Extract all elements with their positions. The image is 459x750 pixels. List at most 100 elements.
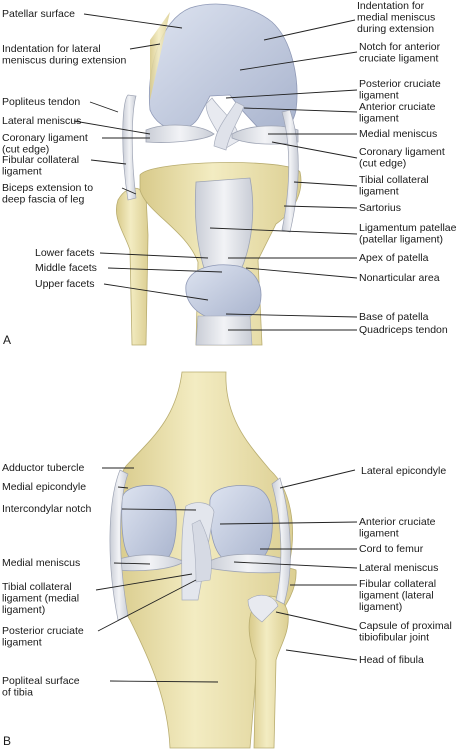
fibula-b — [248, 595, 289, 749]
label-b-left-2-line: Intercondylar notch — [2, 503, 91, 515]
label-a-left-3: Lateral meniscus — [2, 115, 81, 127]
label-a-right-11: Base of patella — [359, 311, 429, 323]
label-a-right-2-line: ligament — [359, 90, 399, 102]
label-b-right-1-leader — [219, 521, 358, 525]
label-b-left-0-line: Adductor tubercle — [2, 462, 84, 474]
label-b-left-6-line: of tibia — [2, 687, 33, 699]
label-a-right-8: Ligamentum patellae(patellar ligament) — [359, 222, 457, 246]
label-b-right-4-line: ligament (lateral — [359, 590, 434, 602]
label-b-left-1-leader — [117, 486, 129, 489]
label-b-right-3-leader — [233, 561, 358, 569]
label-a-left-0-leader — [83, 13, 183, 29]
label-a-left-7-line: Lower facets — [35, 247, 95, 259]
label-b-left-0: Adductor tubercle — [2, 462, 84, 474]
label-a-right-1-leader — [239, 51, 358, 71]
label-a-left-9: Upper facets — [35, 278, 95, 290]
label-a-right-3-line: Anterior cruciate — [359, 101, 436, 113]
fibula-a — [116, 187, 149, 346]
label-b-left-3-leader — [113, 562, 151, 565]
label-a-right-0-leader — [263, 19, 356, 41]
label-a-left-2-line: Popliteus tendon — [2, 96, 80, 108]
label-a-right-12: Quadriceps tendon — [359, 324, 448, 336]
label-b-right-5-line: Capsule of proximal — [359, 620, 452, 632]
label-a-left-6-line: deep fascia of leg — [2, 194, 84, 206]
lateral-condyle-b — [209, 485, 273, 567]
label-a-right-0-line: during extension — [357, 23, 434, 35]
label-b-right-0-leader — [279, 469, 356, 489]
label-a-right-5: Coronary ligament(cut edge) — [359, 146, 445, 170]
label-a-right-1-line: cruciate ligament — [359, 53, 438, 65]
label-a-right-7: Sartorius — [359, 202, 401, 214]
label-b-left-1-line: Medial epicondyle — [2, 481, 86, 493]
label-b-left-6-line: Popliteal surface — [2, 675, 80, 687]
label-a-left-7: Lower facets — [35, 247, 95, 259]
panel-a-illustration — [116, 3, 302, 346]
label-a-right-8-line: Ligamentum patellae — [359, 222, 457, 234]
label-a-right-6-leader — [293, 181, 358, 187]
label-b-left-3: Medial meniscus — [2, 557, 80, 569]
label-a-left-5-leader — [90, 159, 127, 165]
label-a-right-0-line: medial meniscus — [357, 12, 435, 24]
label-a-left-3-line: Lateral meniscus — [2, 115, 81, 127]
label-a-left-1-line: Indentation for lateral — [2, 43, 101, 55]
label-b-right-6-leader — [285, 649, 358, 661]
label-b-right-3-line: Lateral meniscus — [359, 562, 438, 574]
label-a-right-4: Medial meniscus — [359, 128, 437, 140]
label-a-left-7-leader — [99, 252, 209, 259]
label-b-right-1-line: ligament — [359, 528, 399, 540]
tibial-collateral-b — [109, 469, 129, 621]
label-a-right-9-line: Apex of patella — [359, 252, 429, 264]
label-a-right-10-leader — [245, 267, 358, 279]
label-a-right-5-leader — [271, 141, 358, 159]
label-a-right-5-line: Coronary ligament — [359, 146, 445, 158]
label-a-left-9-line: Upper facets — [35, 278, 95, 290]
label-a-right-3-leader — [243, 107, 358, 113]
label-b-right-0: Lateral epicondyle — [361, 465, 446, 477]
label-b-right-4-line: Fibular collateral — [359, 578, 436, 590]
label-b-right-2-line: Cord to femur — [359, 543, 424, 555]
label-a-right-8-line: (patellar ligament) — [359, 234, 443, 246]
label-a-right-11-leader — [225, 313, 358, 318]
label-b-left-4-line: ligament) — [2, 604, 45, 616]
label-b-left-6-leader — [109, 680, 219, 683]
label-a-left-3-leader — [73, 120, 151, 135]
label-a-right-9: Apex of patella — [359, 252, 429, 264]
label-a-left-5-line: Fibular collateral — [2, 154, 79, 166]
label-a-left-1-leader — [129, 43, 161, 50]
label-a-left-2: Popliteus tendon — [2, 96, 80, 108]
label-b-right-1-line: Anterior cruciate — [359, 516, 436, 528]
fibular-collateral-b — [271, 477, 291, 605]
lateral-meniscus-a — [145, 124, 215, 143]
label-a-right-4-line: Medial meniscus — [359, 128, 437, 140]
label-b-left-4-leader — [95, 573, 193, 591]
panel-b-illustration — [109, 371, 297, 749]
label-b-right-5-leader — [275, 611, 358, 631]
label-a-right-3-line: ligament — [359, 113, 399, 125]
label-b-left-5-line: ligament — [2, 637, 42, 649]
label-a-right-2-line: Posterior cruciate — [359, 78, 441, 90]
label-b-left-4-line: Tibial collateral — [2, 581, 72, 593]
label-b-right-2: Cord to femur — [359, 543, 424, 555]
label-b-right-6-line: Head of fibula — [359, 654, 424, 666]
label-a-right-8-leader — [209, 227, 358, 235]
medial-condyle-b — [121, 485, 177, 567]
panel-letter-a: A — [3, 333, 11, 347]
label-a-left-5-line: ligament — [2, 166, 42, 178]
label-a-right-10: Nonarticular area — [359, 272, 440, 284]
